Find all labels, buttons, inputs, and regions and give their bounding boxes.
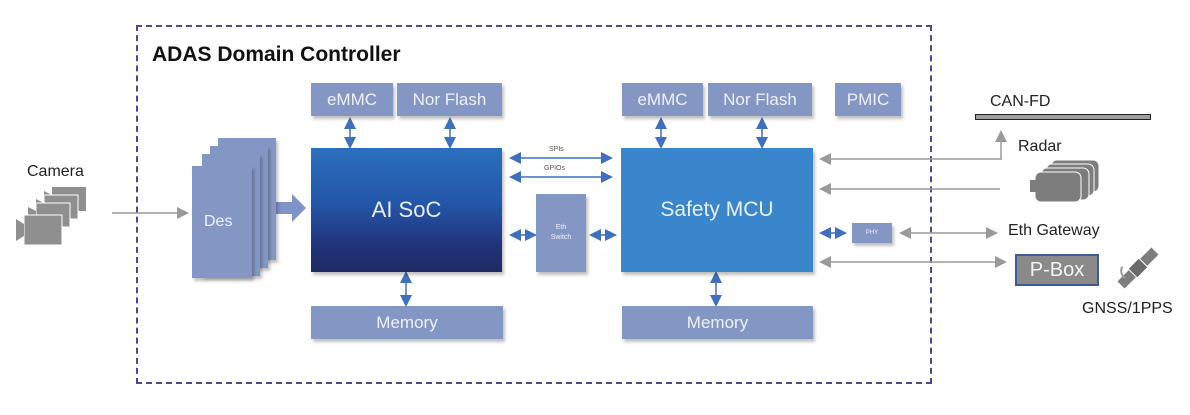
mcu-emmc-box: eMMC [622, 83, 703, 116]
camera-stack-icon [16, 187, 86, 246]
ai-soc-memory-box: Memory [311, 306, 503, 339]
gnss-label: GNSS/1PPS [1082, 300, 1173, 317]
mcu-norflash-label: Nor Flash [723, 89, 797, 109]
ai-soc-label: AI SoC [371, 197, 442, 222]
pmic-label: PMIC [846, 89, 890, 109]
deserializer-box: Des [192, 166, 252, 278]
canfd-bus [975, 114, 1151, 120]
safety-mcu-box: Safety MCU [621, 148, 813, 272]
eth-switch-label-line1: Eth [555, 224, 567, 231]
ai-soc-norflash-label: Nor Flash [412, 89, 487, 109]
diagram-title: ADAS Domain Controller [152, 43, 401, 66]
gpio-label: GPIOs [544, 165, 566, 172]
radar-label: Radar [1018, 138, 1062, 155]
ai-soc-memory-label: Memory [376, 312, 438, 332]
mcu-memory-box: Memory [622, 306, 813, 339]
mcu-memory-label: Memory [686, 312, 749, 332]
safety-mcu-label: Safety MCU [660, 198, 774, 221]
radar-stack-icon [1030, 159, 1100, 203]
phy-label: PHY [865, 230, 879, 236]
ai-soc-emmc-label: eMMC [326, 89, 378, 109]
camera-label: Camera [27, 163, 84, 180]
p-box: P-Box [1015, 254, 1099, 286]
ai-soc-emmc-box: eMMC [311, 83, 393, 116]
spi-label: SPIs [549, 146, 564, 153]
ai-soc-norflash-box: Nor Flash [397, 83, 502, 116]
satellite-icon [1117, 247, 1159, 289]
eth-switch-label-line2: Switch [550, 234, 572, 241]
des-soc-arrow [262, 194, 306, 222]
canfd-label: CAN-FD [990, 93, 1051, 110]
deserializer-label: Des [204, 213, 233, 230]
eth-switch-box: Eth Switch [536, 194, 586, 272]
mcu-emmc-label: eMMC [637, 89, 688, 109]
phy-box: PHY [852, 223, 892, 243]
mcu-norflash-box: Nor Flash [708, 83, 812, 116]
eth-gateway-label: Eth Gateway [1008, 222, 1100, 239]
pmic-box: PMIC [835, 83, 901, 116]
domain-controller-frame [136, 25, 932, 384]
ai-soc-box: AI SoC [311, 148, 502, 272]
p-box-label: P-Box [1029, 258, 1085, 281]
